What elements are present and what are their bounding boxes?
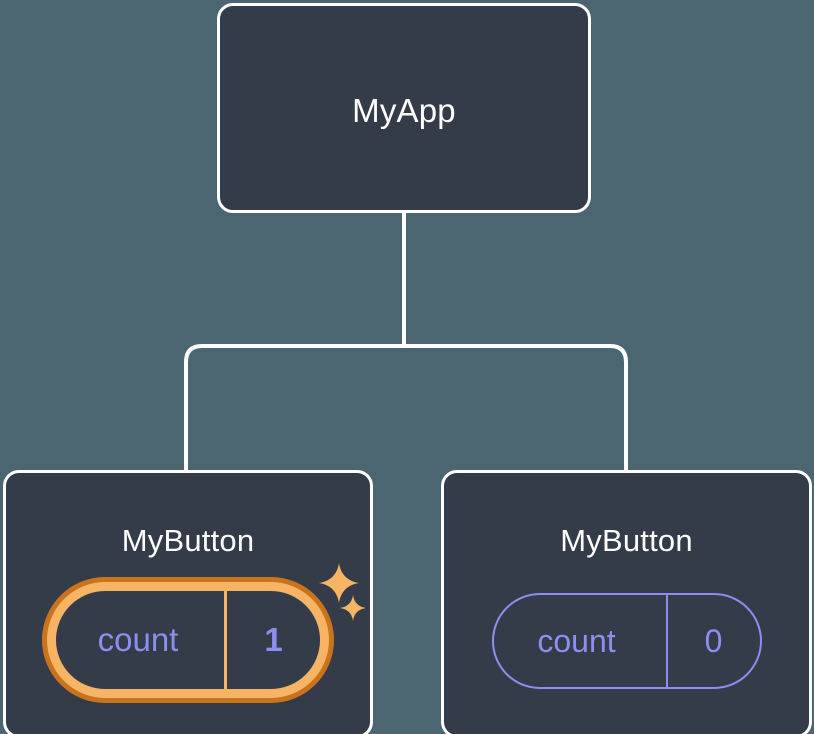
node-title-myapp: MyApp bbox=[352, 92, 456, 129]
state-value-label-right: 0 bbox=[665, 595, 760, 687]
state-pill-inner: count 1 bbox=[47, 582, 329, 698]
node-card-mybutton-right[interactable]: MyButton count 0 bbox=[441, 470, 812, 734]
connector-branch-left bbox=[184, 344, 404, 472]
node-card-mybutton-left[interactable]: MyButton count 1 bbox=[3, 470, 373, 734]
node-title-mybutton-left: MyButton bbox=[121, 523, 255, 558]
node-card-myapp[interactable]: MyApp bbox=[217, 3, 591, 213]
state-key-label-left: count bbox=[97, 621, 179, 658]
state-key-label-right: count bbox=[537, 622, 616, 659]
connector-branch-right bbox=[404, 344, 628, 472]
state-pill-wrap-left: count 1 bbox=[6, 577, 370, 703]
state-pill-plain[interactable]: count 0 bbox=[491, 593, 762, 689]
state-pill-highlighted[interactable]: count 1 bbox=[42, 577, 334, 703]
state-pill-wrap-right: count 0 bbox=[444, 593, 809, 689]
state-value-label-left: 1 bbox=[224, 591, 320, 689]
node-title-mybutton-right: MyButton bbox=[560, 523, 693, 558]
